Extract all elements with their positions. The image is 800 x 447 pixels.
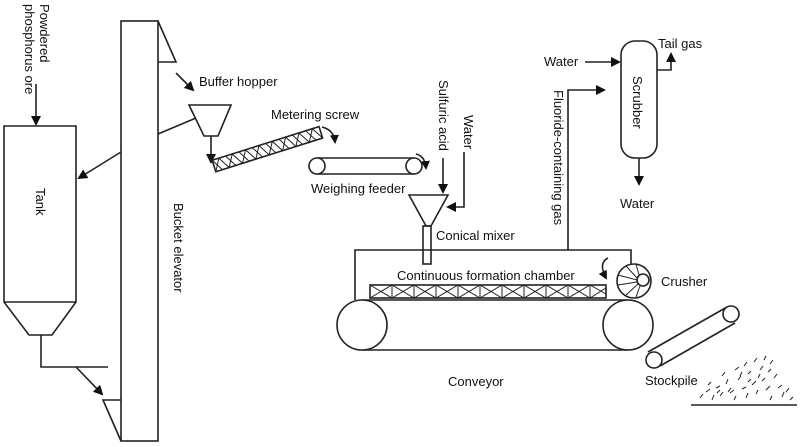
stockpile-conveyor: Stockpile bbox=[645, 305, 740, 388]
conical-mixer: Conical mixer bbox=[407, 194, 515, 265]
water-scrubber-in-label: Water bbox=[544, 54, 579, 69]
metering-screw: Metering screw bbox=[211, 107, 360, 173]
weighing-feeder-arrow bbox=[415, 153, 430, 170]
scrubber-system: Fluoride-containing gas Water Scrubber T… bbox=[544, 36, 703, 250]
weighing-feeder: Weighing feeder bbox=[308, 153, 430, 196]
sulfuric-acid-label: Sulfuric acid bbox=[436, 80, 451, 151]
crusher: Crusher bbox=[616, 263, 708, 299]
bucket-elevator: Bucket elevator bbox=[77, 20, 186, 442]
tank: Tank bbox=[3, 125, 108, 396]
tank-outlet-pipe bbox=[40, 335, 108, 368]
bucket-elevator-label: Bucket elevator bbox=[171, 203, 186, 293]
buffer-hopper-label: Buffer hopper bbox=[199, 74, 278, 89]
feed-label-line2: phosphorus ore bbox=[22, 4, 37, 94]
tail-gas-label: Tail gas bbox=[658, 36, 703, 51]
reagent-inputs: Sulfuric acid Water bbox=[436, 80, 476, 212]
stockpile-label: Stockpile bbox=[645, 373, 698, 388]
tank-label: Tank bbox=[33, 188, 48, 216]
conical-mixer-label: Conical mixer bbox=[436, 228, 515, 243]
crusher-label: Crusher bbox=[661, 274, 708, 289]
conveyor-label: Conveyor bbox=[448, 374, 504, 389]
conveyor: Conveyor bbox=[336, 299, 654, 389]
continuous-formation-chamber-label: Continuous formation chamber bbox=[397, 268, 575, 283]
feed-input: Powdered phosphorus ore bbox=[22, 4, 52, 126]
elevator-to-tank-arrow bbox=[77, 151, 122, 180]
formation-chamber: Continuous formation chamber bbox=[354, 249, 632, 300]
metering-screw-arrow bbox=[321, 126, 339, 144]
metering-screw-label: Metering screw bbox=[271, 107, 360, 122]
water-mixer-arrow bbox=[446, 152, 465, 212]
feed-label-line1: Powdered bbox=[37, 4, 52, 63]
fluoride-gas-label: Fluoride-containing gas bbox=[551, 90, 566, 226]
formation-chamber-belt bbox=[369, 284, 607, 299]
crusher-feed-arrow bbox=[598, 257, 609, 280]
water-mixer-label: Water bbox=[461, 115, 476, 150]
fluoride-gas-line bbox=[567, 85, 606, 250]
buffer-hopper: Buffer hopper bbox=[157, 72, 278, 164]
scrubber-label: Scrubber bbox=[630, 76, 645, 129]
elevator-to-hopper-arrow bbox=[175, 72, 195, 92]
tank-to-elevator-arrow bbox=[75, 366, 104, 396]
water-scrubber-out-label: Water bbox=[620, 196, 655, 211]
weighing-feeder-label: Weighing feeder bbox=[311, 181, 406, 196]
stockpile bbox=[691, 355, 797, 406]
tail-gas-arrow bbox=[657, 52, 676, 71]
